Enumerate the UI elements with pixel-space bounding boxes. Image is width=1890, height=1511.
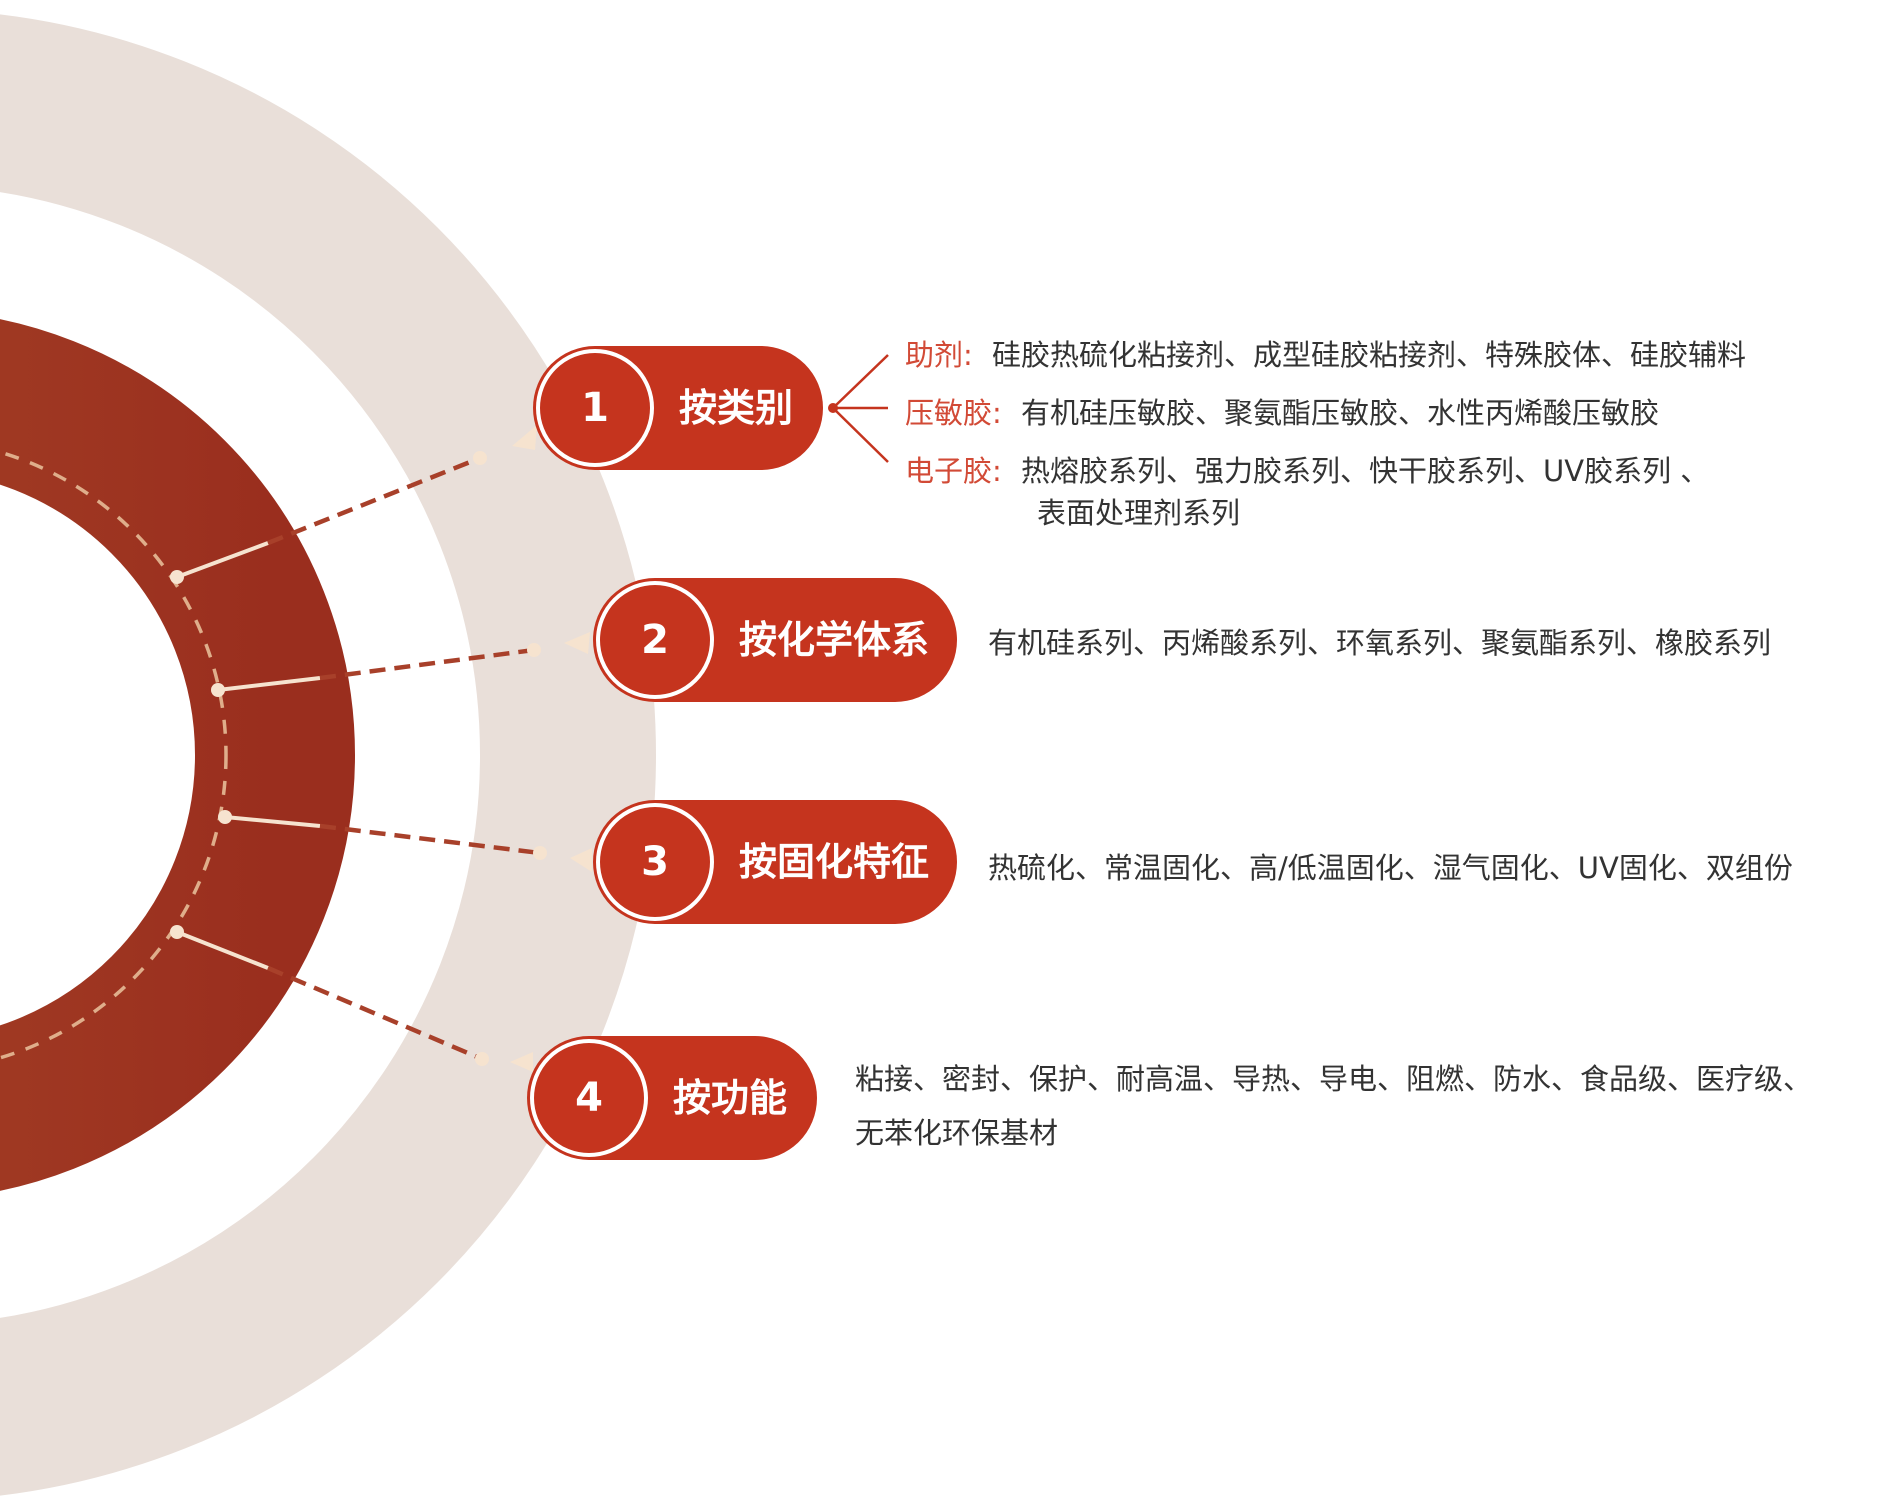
connector-3 (218, 810, 592, 872)
connector-2 (211, 632, 590, 697)
category-label-3: 按固化特征 (739, 840, 930, 884)
number-badge-4: 4 (530, 1039, 648, 1157)
category-pill-2: 2 按化学体系 (593, 578, 957, 702)
bracket-1 (828, 354, 889, 463)
number-badge-2: 2 (596, 581, 714, 699)
category-label-4: 按功能 (673, 1076, 788, 1120)
dashed-arc (0, 450, 228, 1060)
number-badge-1: 1 (536, 349, 654, 467)
detail-key: 助剂: (905, 338, 973, 372)
inner-ring (0, 319, 355, 1191)
category-pill-1: 1 按类别 (533, 346, 823, 470)
category-label-2: 按化学体系 (739, 618, 930, 662)
description-4-line-2: 无苯化环保基材 (855, 1116, 1059, 1150)
detail-key: 电子胶: (905, 454, 1002, 488)
description-4: 粘接、密封、保护、耐高温、导热、导电、阻燃、防水、食品级、医疗级、 (855, 1062, 1813, 1096)
detail-row-3: 电子胶: 热熔胶系列、强力胶系列、快干胶系列、UV胶系列 、 (905, 448, 1709, 490)
connector-4 (170, 925, 533, 1072)
detail-text: 有机硅压敏胶、聚氨酯压敏胶、水性丙烯酸压敏胶 (1021, 396, 1660, 430)
description-2: 有机硅系列、丙烯酸系列、环氧系列、聚氨酯系列、橡胶系列 (988, 626, 1772, 660)
description-3: 热硫化、常温固化、高/低温固化、湿气固化、UV固化、双组份 (988, 851, 1793, 885)
detail-key: 压敏胶: (905, 396, 1002, 430)
connector-1 (170, 425, 537, 584)
number-badge-3: 3 (596, 803, 714, 921)
detail-text: 硅胶热硫化粘接剂、成型硅胶粘接剂、特殊胶体、硅胶辅料 (992, 338, 1747, 372)
detail-row-1: 助剂: 硅胶热硫化粘接剂、成型硅胶粘接剂、特殊胶体、硅胶辅料 (905, 332, 1746, 374)
detail-row-2: 压敏胶: 有机硅压敏胶、聚氨酯压敏胶、水性丙烯酸压敏胶 (905, 390, 1659, 432)
category-label-1: 按类别 (679, 386, 794, 430)
detail-text: 热熔胶系列、强力胶系列、快干胶系列、UV胶系列 、 (1021, 454, 1710, 488)
detail-row-3-line-2: 表面处理剂系列 (1037, 496, 1241, 530)
category-pill-3: 3 按固化特征 (593, 800, 957, 924)
category-pill-4: 4 按功能 (527, 1036, 817, 1160)
outer-ring (0, 14, 656, 1496)
